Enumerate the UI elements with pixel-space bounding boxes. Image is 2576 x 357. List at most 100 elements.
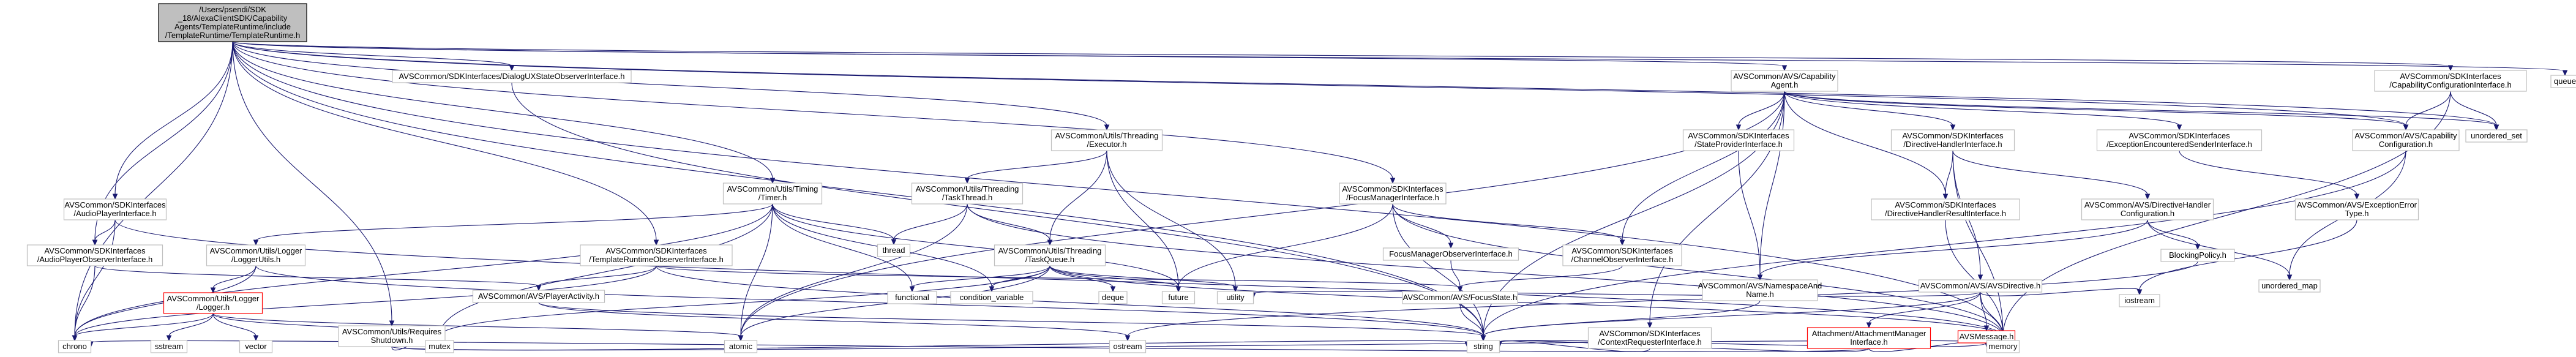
edge-line [656, 265, 1484, 337]
node-executor[interactable]: AVSCommon/Utils/Threading/Executor.h [1050, 129, 1163, 151]
node-focusstate[interactable]: AVSCommon/AVS/FocusState.h [1402, 291, 1518, 304]
node-box [392, 70, 632, 83]
node-logger[interactable]: AVSCommon/Utils/Logger/Logger.h [163, 292, 263, 314]
arrowhead-icon [2176, 124, 2182, 131]
node-tasktheread[interactable]: AVSCommon/Utils/Threading/TaskThread.h [911, 182, 1024, 205]
edge-line [2405, 91, 2451, 126]
node-box [2374, 70, 2527, 92]
node-templateruntime_obs[interactable]: AVSCommon/SDKInterfaces/TemplateRuntimeO… [580, 244, 733, 266]
node-blockingpolicy[interactable]: BlockingPolicy.h [2160, 249, 2235, 262]
node-channel_obs[interactable]: AVSCommon/SDKInterfaces/ChannelObserverI… [1562, 244, 1682, 266]
node-functional[interactable]: functional [887, 291, 937, 304]
node-playeractivity[interactable]: AVSCommon/AVS/PlayerActivity.h [472, 290, 605, 303]
edge-templateruntime_obs-to-playeractivity [536, 265, 657, 291]
node-unordered_set[interactable]: unordered_set [2465, 129, 2528, 143]
node-thread[interactable]: thread [877, 244, 911, 257]
node-capcfg[interactable]: AVSCommon/AVS/CapabilityConfiguration.h [2352, 129, 2460, 151]
node-exceptionsender[interactable]: AVSCommon/SDKInterfaces/ExceptionEncount… [2096, 129, 2263, 151]
node-label: /TemplateRuntime/TemplateRuntime.h [165, 31, 300, 40]
node-sstream[interactable]: sstream [150, 340, 188, 353]
node-box [1807, 327, 1931, 349]
node-label: AVSCommon/AVS/NamespaceAnd [1698, 281, 1822, 290]
node-box [1109, 340, 1147, 353]
edge-line [1759, 219, 2148, 276]
edge-root-to-timer [232, 41, 776, 184]
node-box [63, 198, 167, 220]
node-box [26, 244, 163, 266]
node-label: AVSCommon/SDKInterfaces [1688, 131, 1789, 140]
node-timer[interactable]: AVSCommon/Utils/Timing/Timer.h [722, 182, 823, 205]
arrowhead-icon [1125, 335, 1131, 342]
node-deque[interactable]: deque [1098, 291, 1128, 304]
node-contextrequester[interactable]: AVSCommon/SDKInterfaces/ContextRequester… [1587, 327, 1712, 349]
node-memory[interactable]: memory [1986, 340, 2020, 353]
node-taskqueue[interactable]: AVSCommon/Utils/Threading/TaskQueue.h [994, 244, 1106, 266]
node-label: /ExceptionEncounteredSenderInterface.h [2106, 140, 2252, 149]
arrowhead-icon [389, 320, 395, 327]
node-condition_variable[interactable]: condition_variable [950, 291, 1033, 304]
node-unordered_map[interactable]: unordered_map [2258, 279, 2321, 293]
arrowhead-icon [509, 65, 515, 72]
edge-line [232, 41, 512, 67]
edge-line [1499, 340, 1650, 352]
node-focusmgr_if[interactable]: AVSCommon/SDKInterfaces/FocusManagerInte… [1339, 182, 1447, 205]
edge-line [538, 265, 657, 287]
node-vector[interactable]: vector [239, 340, 273, 353]
edge-exceptionsender-to-exceptionerror [2179, 150, 2360, 200]
edge-line [232, 41, 1107, 126]
arrowhead-icon [738, 335, 744, 342]
node-directivehandler_if[interactable]: AVSCommon/SDKInterfaces/DirectiveHandler… [1890, 129, 2015, 151]
edge-dh_config-to-blockingpolicy [2147, 219, 2201, 250]
node-dialogux[interactable]: AVSCommon/SDKInterfaces/DialogUXStateObs… [392, 70, 632, 83]
node-box [1339, 182, 1447, 205]
edge-root-to-requiresshutdown [232, 41, 395, 327]
node-label: string [1473, 342, 1493, 351]
edge-timer-to-chrono [72, 203, 773, 342]
edge-line [232, 41, 1393, 179]
node-string[interactable]: string [1466, 340, 1500, 353]
node-atomic[interactable]: atomic [724, 340, 758, 353]
edge-logger-to-chrono [72, 313, 214, 342]
edge-line [1049, 150, 1107, 241]
node-queue[interactable]: queue [2550, 75, 2576, 88]
node-label: AVSCommon/AVS/DirectiveHandler [2084, 200, 2211, 209]
node-box [2294, 198, 2419, 220]
node-avsmessage[interactable]: AVSMessage.h [1957, 330, 2016, 344]
node-audioplayer_obs[interactable]: AVSCommon/SDKInterfaces/AudioPlayerObser… [26, 244, 163, 266]
arrowhead-icon [1232, 286, 1238, 293]
node-dh_config[interactable]: AVSCommon/AVS/DirectiveHandlerConfigurat… [2081, 198, 2214, 220]
node-loggerutils[interactable]: AVSCommon/Utils/Logger/LoggerUtils.h [206, 244, 306, 266]
node-label: AVSCommon/AVS/ExceptionError [2297, 200, 2417, 209]
edge-line [2147, 219, 2290, 276]
node-stateprovider[interactable]: AVSCommon/SDKInterfaces/StateProviderInt… [1682, 129, 1795, 151]
node-avsdirective[interactable]: AVSCommon/AVS/AVSDirective.h [1918, 279, 2043, 293]
edge-line [1784, 91, 2406, 126]
node-label: unordered_map [2261, 281, 2318, 290]
edge-capcfg_if-to-unordered_set [2450, 91, 2499, 131]
node-utility[interactable]: utility [1216, 291, 1254, 304]
node-box [2081, 198, 2214, 220]
node-box [472, 290, 605, 303]
node-mutex[interactable]: mutex [425, 340, 454, 353]
node-focusmgr_obs[interactable]: FocusManagerObserverInterface.h [1382, 247, 1519, 261]
node-label: AVSCommon/SDKInterfaces [605, 246, 707, 255]
node-label: iostream [2124, 296, 2155, 305]
node-dh_result[interactable]: AVSCommon/SDKInterfaces/DirectiveHandler… [1871, 198, 2020, 220]
node-capcfg_if[interactable]: AVSCommon/SDKInterfaces/CapabilityConfig… [2374, 70, 2527, 92]
node-label: /LoggerUtils.h [231, 255, 280, 264]
node-label: /TemplateRuntimeObserverInterface.h [589, 255, 724, 264]
node-ostream[interactable]: ostream [1109, 340, 1147, 353]
node-root[interactable]: /Users/psendi/SDK_18/AlexaClientSDK/Capa… [158, 3, 307, 42]
node-chrono[interactable]: chrono [58, 340, 92, 353]
arrowhead-icon [166, 335, 172, 342]
node-iostream[interactable]: iostream [2119, 294, 2160, 307]
edge-root-to-capability_agent [232, 41, 1788, 72]
edge-line [1459, 303, 1484, 337]
node-future[interactable]: future [1161, 291, 1196, 304]
node-audioplayer_if[interactable]: AVSCommon/SDKInterfaces/AudioPlayerInter… [63, 198, 167, 220]
